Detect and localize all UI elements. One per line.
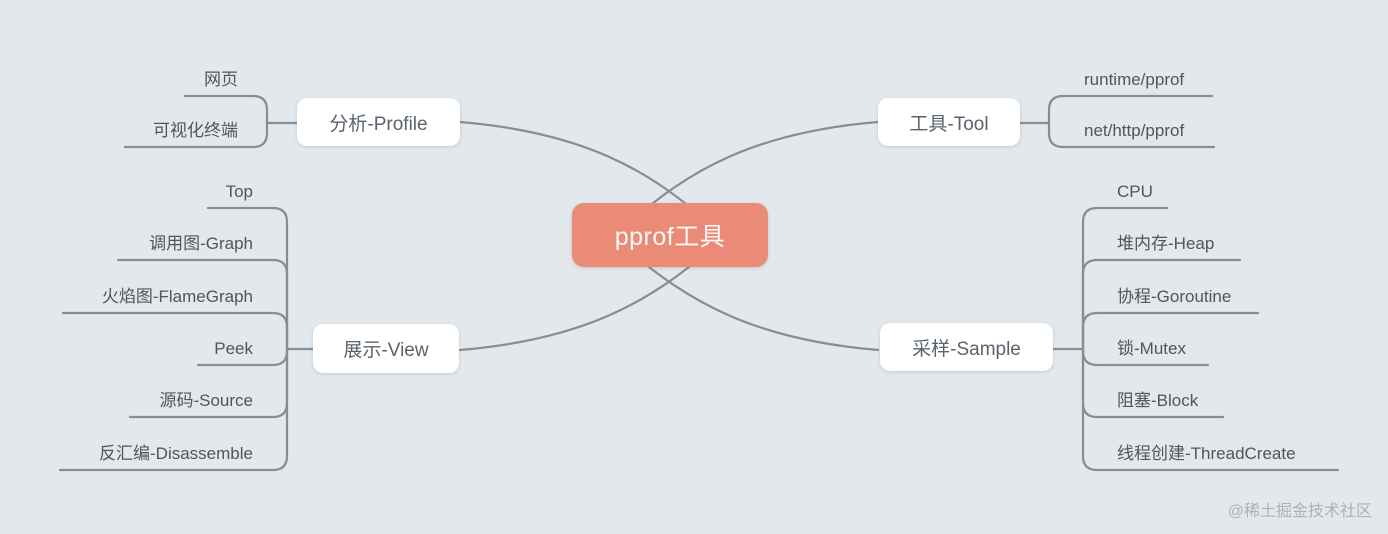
underline-sample-2	[1081, 311, 1260, 351]
underline-view-5	[58, 347, 289, 472]
leaf-sample-block[interactable]: 阻塞-Block	[1117, 391, 1199, 410]
leaf-sample-threadcreate[interactable]: 线程创建-ThreadCreate	[1117, 444, 1296, 463]
leaf-view-source[interactable]: 源码-Source	[159, 391, 253, 410]
leaf-sample-cpu[interactable]: CPU	[1117, 182, 1153, 201]
branch-node-profile[interactable]: 分析-Profile	[297, 98, 460, 146]
leaf-view-flamegraph[interactable]: 火焰图-FlameGraph	[101, 287, 253, 306]
underline-view-1	[116, 258, 289, 351]
underline-sample-0	[1081, 206, 1169, 351]
underline-profile-0	[183, 94, 269, 125]
branch-node-sample[interactable]: 采样-Sample	[880, 323, 1053, 371]
leaf-profile-visual-terminal[interactable]: 可视化终端	[153, 121, 238, 140]
leaf-sample-mutex[interactable]: 锁-Mutex	[1117, 339, 1186, 358]
branch-node-tool[interactable]: 工具-Tool	[878, 98, 1020, 146]
leaf-tool-net-http-pprof[interactable]: net/http/pprof	[1084, 121, 1185, 140]
underline-sample-1	[1081, 258, 1242, 351]
leaf-view-graph[interactable]: 调用图-Graph	[149, 234, 253, 253]
leaf-view-disassemble[interactable]: 反汇编-Disassemble	[99, 444, 253, 463]
underline-profile-1	[123, 121, 269, 149]
leaf-view-peek[interactable]: Peek	[214, 339, 253, 358]
underline-view-2	[61, 311, 289, 351]
leaf-sample-goroutine[interactable]: 协程-Goroutine	[1117, 287, 1232, 306]
watermark: @稀土掘金技术社区	[1227, 503, 1372, 520]
underline-sample-5	[1081, 347, 1340, 472]
leaf-view-top[interactable]: Top	[225, 182, 253, 201]
underline-view-0	[206, 206, 289, 351]
leaf-profile-webpage[interactable]: 网页	[204, 70, 238, 89]
underline-tool-1	[1047, 121, 1216, 149]
leaf-sample-heap[interactable]: 堆内存-Heap	[1117, 234, 1215, 253]
underline-tool-0	[1047, 94, 1214, 125]
root-node[interactable]: pprof工具	[572, 203, 768, 267]
leaf-tool-runtime-pprof[interactable]: runtime/pprof	[1084, 70, 1185, 89]
branch-node-view[interactable]: 展示-View	[313, 324, 459, 373]
